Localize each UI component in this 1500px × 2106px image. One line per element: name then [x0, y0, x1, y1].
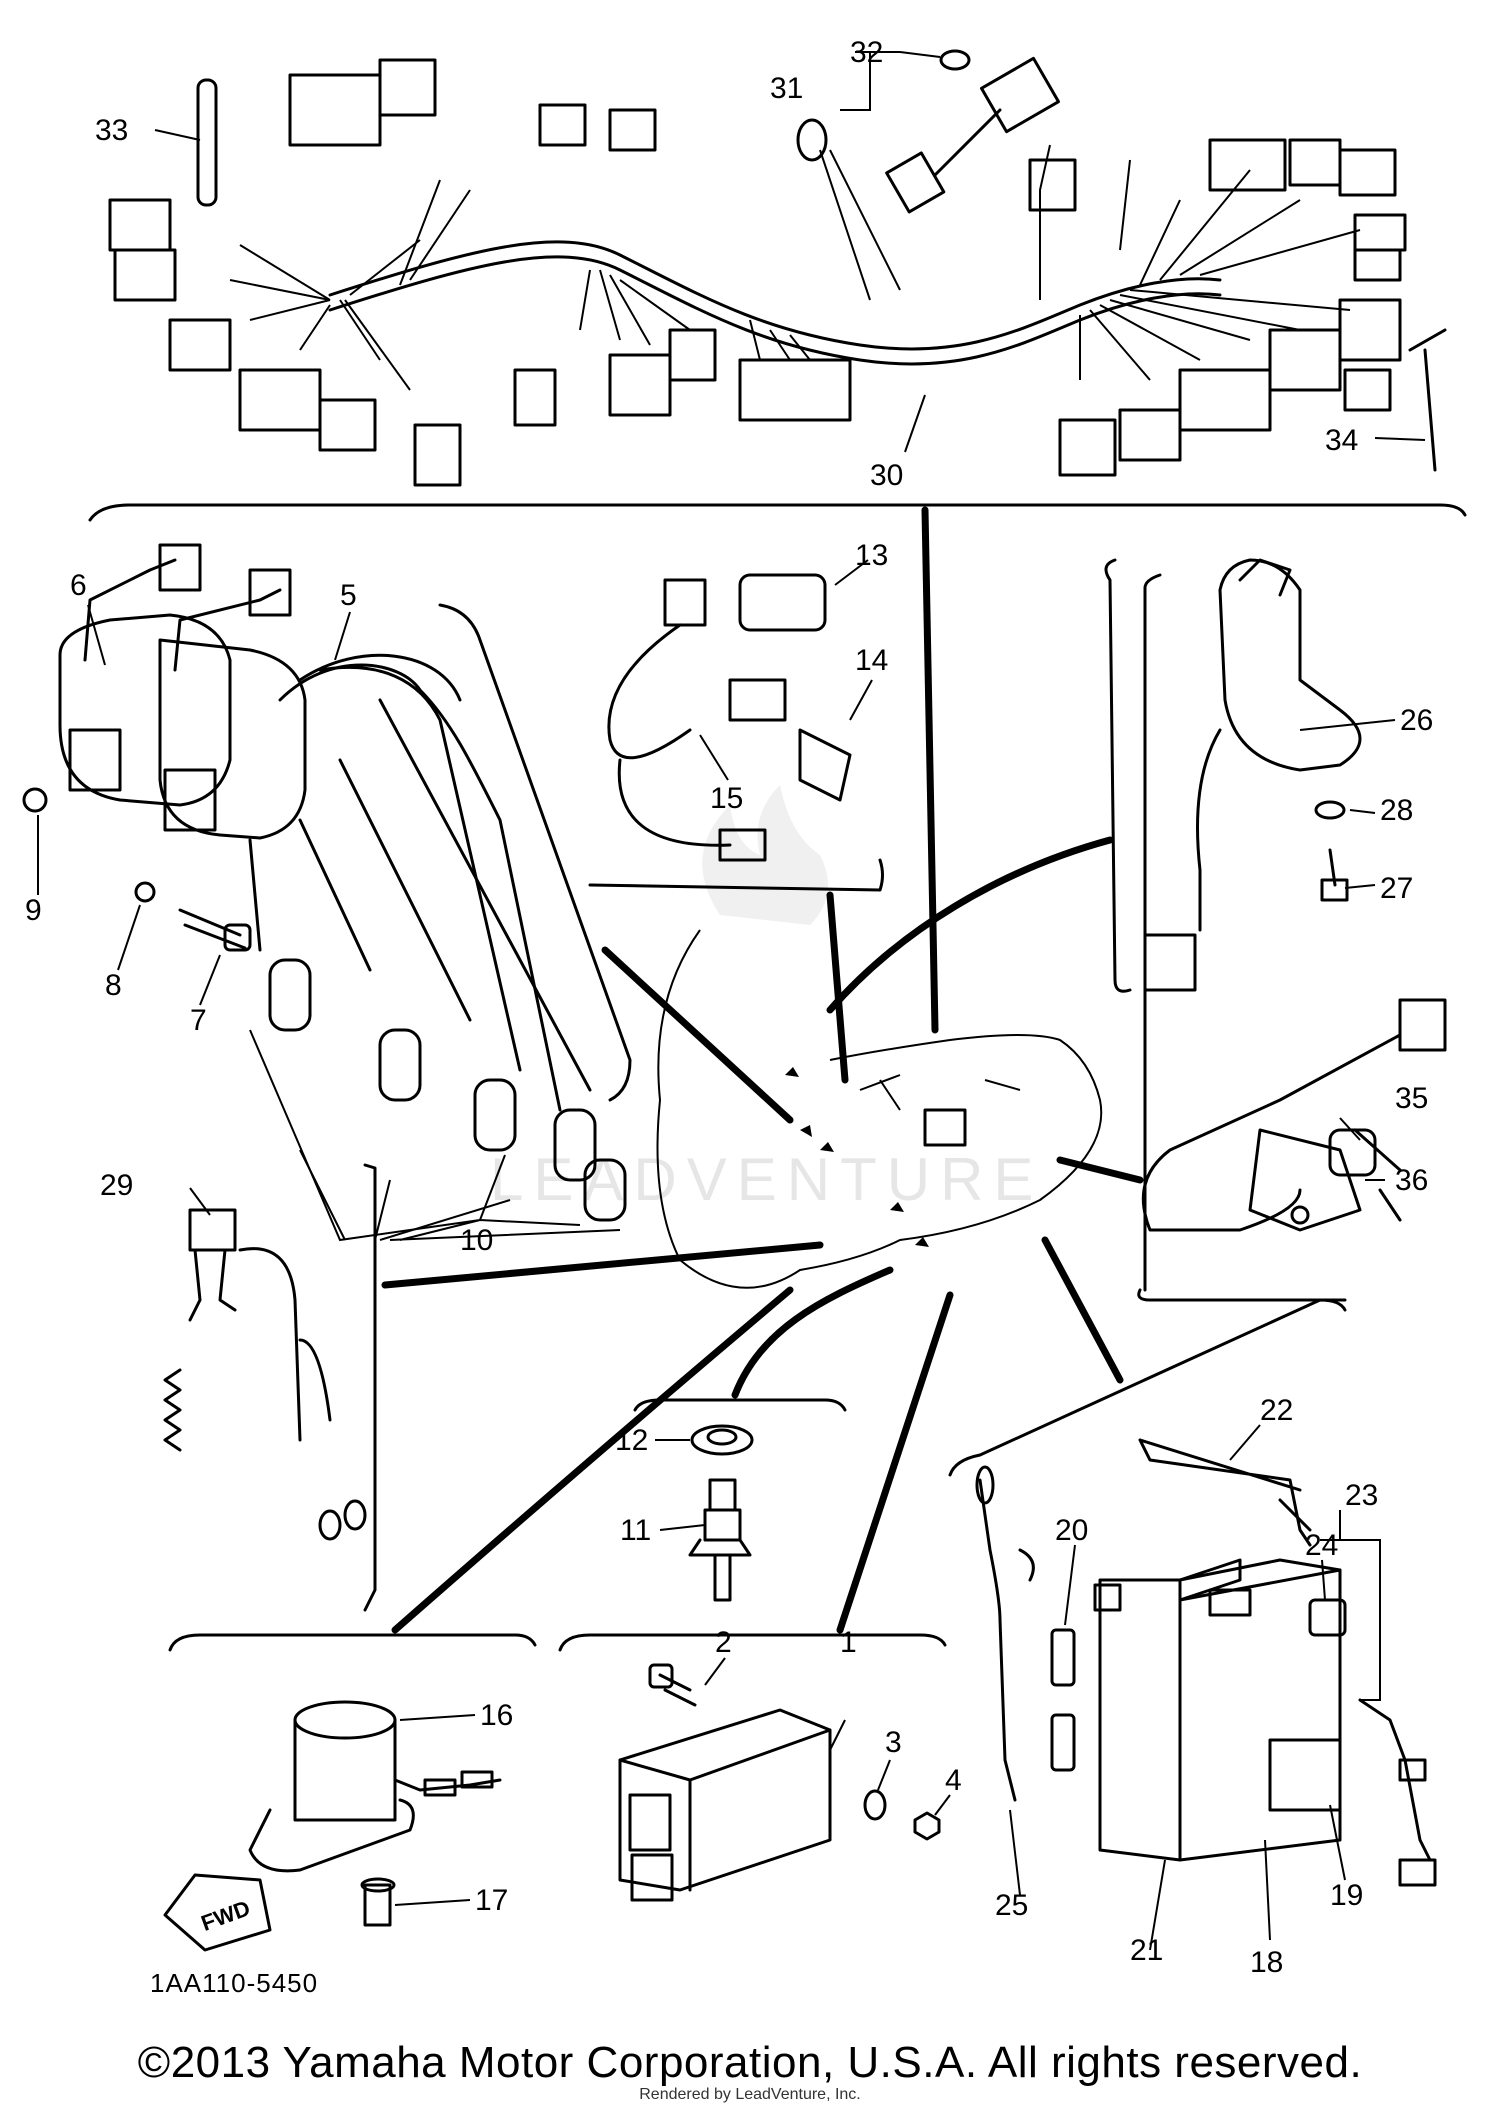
wiring-diagram: LEADVENTURE: [22, 36, 1467, 1979]
callout-28: 28: [1380, 794, 1413, 827]
sensors-13-14-15: [588, 573, 884, 892]
callout-30: 30: [870, 459, 903, 492]
callout-8: 8: [105, 969, 122, 1002]
callout-34: 34: [1325, 424, 1358, 457]
copyright-notice: ©2013 Yamaha Motor Corporation, U.S.A. A…: [137, 2038, 1363, 2087]
relay-16-17: FWD: [163, 1286, 794, 1952]
callout-4: 4: [945, 1764, 962, 1797]
callout-19: 19: [1330, 1879, 1363, 1912]
callout-14: 14: [855, 644, 888, 677]
callout-9: 9: [25, 894, 42, 927]
ecu-group: [558, 1291, 954, 1902]
leader-lines: [37, 51, 1426, 1951]
callout-20: 20: [1055, 1514, 1088, 1547]
callout-5: 5: [340, 579, 357, 612]
callout-32: 32: [850, 36, 883, 69]
callout-10: 10: [460, 1224, 493, 1257]
callout-18: 18: [1250, 1946, 1283, 1979]
callout-24: 24: [1305, 1529, 1338, 1562]
callout-3: 3: [885, 1726, 902, 1759]
sidestand-switch: [1137, 573, 1447, 1302]
battery-group: [948, 1236, 1437, 1887]
callout-15: 15: [710, 782, 743, 815]
sensor-11-12: [633, 1398, 847, 1602]
watermark: LEADVENTURE: [490, 785, 1033, 1213]
main-wiring-harness: [108, 49, 1447, 487]
callout-6: 6: [70, 569, 87, 602]
callout-29: 29: [100, 1169, 133, 1202]
frame-outline: [656, 929, 1103, 1289]
group-bracket-30: [88, 503, 1467, 522]
callout-23: 23: [1345, 1479, 1378, 1512]
callout-27: 27: [1380, 872, 1413, 905]
switch-29: [163, 1163, 377, 1612]
callout-25: 25: [995, 1889, 1028, 1922]
fwd-label: FWD: [198, 1895, 254, 1936]
callout-2: 2: [715, 1626, 732, 1659]
callout-22: 22: [1260, 1394, 1293, 1427]
part-code: 1AA110-5450: [150, 1968, 319, 1998]
callout-21: 21: [1130, 1934, 1163, 1967]
callout-31: 31: [770, 72, 803, 105]
callout-17: 17: [475, 1884, 508, 1917]
callouts: 1 2 3 4 5 6 7 8 9 10 11 12 13 14 15 16 1…: [25, 36, 1433, 1979]
callout-13: 13: [855, 539, 888, 572]
callout-16: 16: [480, 1699, 513, 1732]
callout-12: 12: [615, 1424, 648, 1457]
callout-1: 1: [840, 1626, 857, 1659]
callout-35: 35: [1395, 1082, 1428, 1115]
rendered-by-credit: Rendered by LeadVenture, Inc.: [639, 2086, 861, 2103]
ignition-coils: [22, 543, 627, 1222]
callout-26: 26: [1400, 704, 1433, 737]
callout-11: 11: [620, 1514, 651, 1547]
callout-33: 33: [95, 114, 128, 147]
callout-36: 36: [1395, 1164, 1428, 1197]
callout-7: 7: [190, 1004, 207, 1037]
bracket-coils: [438, 603, 632, 1102]
